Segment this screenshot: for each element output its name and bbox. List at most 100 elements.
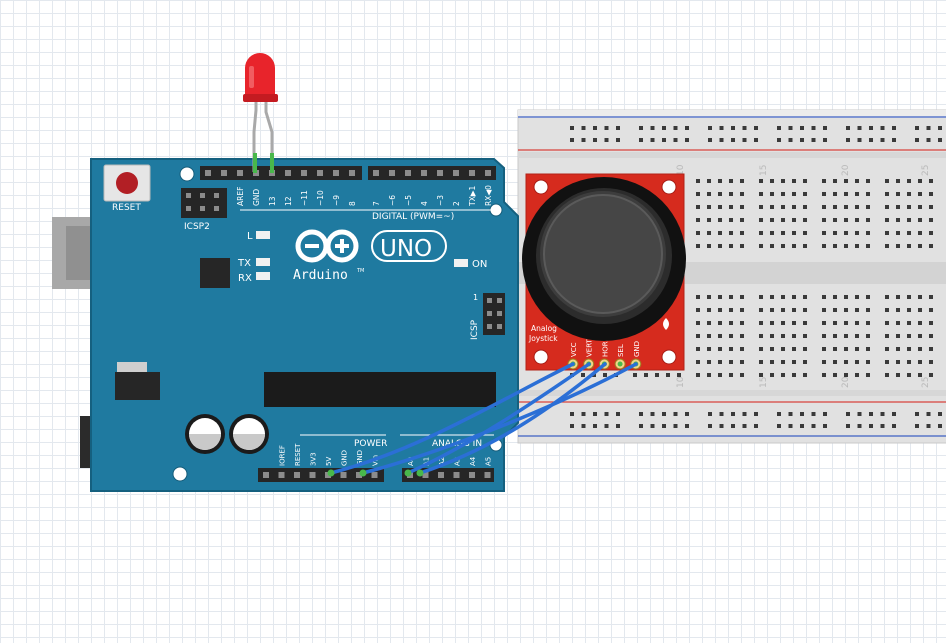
- arduino-logo: UNO Arduino TM: [293, 229, 447, 283]
- wire-a0-to-vert[interactable]: [406, 362, 591, 475]
- reset-button[interactable]: [103, 164, 151, 202]
- led-rx: [256, 272, 270, 280]
- breadboard-rail-hole: [811, 126, 816, 130]
- digital-pin-label: AREF: [236, 187, 245, 206]
- breadboard-hole: [803, 231, 807, 235]
- breadboard-hole: [833, 321, 837, 325]
- breadboard-rail-hole: [742, 126, 747, 130]
- breadboard-rail-hole: [719, 412, 724, 416]
- power-analog-pin-label: 3V3: [310, 452, 318, 466]
- breadboard-hole: [718, 192, 722, 196]
- logo-plus-icon: [340, 239, 344, 253]
- breadboard-hole: [603, 373, 607, 377]
- breadboard-hole: [666, 373, 670, 377]
- breadboard-hole: [696, 218, 700, 222]
- breadboard-hole: [918, 373, 922, 377]
- breadboard-hole: [696, 360, 700, 364]
- breadboard-hole: [822, 192, 826, 196]
- breadboard-hole: [918, 334, 922, 338]
- breadboard-rail-hole: [604, 126, 609, 130]
- breadboard-hole: [929, 308, 933, 312]
- breadboard-hole: [707, 192, 711, 196]
- breadboard-hole: [844, 205, 848, 209]
- breadboard-hole: [770, 360, 774, 364]
- wire-gnd-to-gnd[interactable]: [361, 362, 638, 475]
- breadboard-hole: [844, 373, 848, 377]
- breadboard-rail-hole: [800, 126, 804, 130]
- breadboard-hole: [907, 321, 911, 325]
- digital-pin-label: ~3: [436, 195, 445, 206]
- breadboard-hole: [844, 231, 848, 235]
- breadboard-hole: [907, 308, 911, 312]
- breadboard-hole: [885, 347, 889, 351]
- breadboard-hole: [855, 192, 859, 196]
- breadboard-rail-hole: [742, 424, 747, 428]
- breadboard-hole: [918, 360, 922, 364]
- breadboard-rail-hole: [892, 424, 896, 428]
- breadboard-hole: [896, 192, 900, 196]
- breadboard-hole: [866, 295, 870, 299]
- breadboard-hole: [896, 360, 900, 364]
- breadboard-hole: [918, 308, 922, 312]
- joystick-pin-label: VERT: [586, 338, 594, 357]
- breadboard-rail-hole: [823, 412, 827, 416]
- header-pin: [469, 472, 475, 478]
- breadboard-hole: [918, 231, 922, 235]
- breadboard-rail-hole: [938, 126, 942, 130]
- breadboard-hole: [844, 334, 848, 338]
- reset-button-cap[interactable]: [116, 172, 138, 194]
- breadboard-rail-hole: [846, 424, 850, 428]
- breadboard-hole: [855, 373, 859, 377]
- breadboard-hole: [707, 321, 711, 325]
- red-led[interactable]: [243, 53, 278, 173]
- breadboard-hole: [792, 231, 796, 235]
- breadboard-rail-hole: [788, 412, 793, 416]
- breadboard-hole: [707, 231, 711, 235]
- breadboard-hole: [822, 205, 826, 209]
- breadboard-hole: [759, 321, 763, 325]
- breadboard-hole: [896, 308, 900, 312]
- breadboard-hole: [759, 360, 763, 364]
- breadboard-hole: [581, 373, 585, 377]
- breadboard-rail-hole: [880, 126, 885, 130]
- joystick-mounting-hole: [533, 349, 549, 365]
- uno-badge: [371, 230, 447, 262]
- breadboard-hole: [907, 231, 911, 235]
- column-number: 25: [921, 377, 931, 388]
- breadboard-hole: [803, 244, 807, 248]
- breadboard-hole: [918, 218, 922, 222]
- breadboard-rail-hole: [662, 412, 666, 416]
- breadboard-hole: [833, 295, 837, 299]
- usb-chip: [200, 258, 230, 288]
- header-pin: [453, 472, 460, 478]
- breadboard-hole: [929, 360, 933, 364]
- wire-5v-to-vcc[interactable]: [329, 362, 575, 475]
- breadboard-hole: [855, 347, 859, 351]
- breadboard-column-numbers: 10 15 20 25 10 15 20 25: [676, 164, 931, 388]
- breadboard-hole: [855, 231, 859, 235]
- breadboard-hole: [866, 192, 870, 196]
- joystick-subtitle: Joystick: [528, 334, 558, 343]
- power-analog-pin-label: A1: [423, 457, 431, 466]
- digital-pin-label: 2: [452, 201, 461, 206]
- breadboard-hole: [855, 179, 859, 183]
- column-number: 15: [759, 377, 769, 388]
- breadboard-hole: [718, 231, 722, 235]
- breadboard-hole: [885, 231, 889, 235]
- breadboard-hole: [918, 295, 922, 299]
- wire-a1-to-horiz[interactable]: [418, 362, 607, 475]
- breadboard-hole: [929, 205, 933, 209]
- breadboard-hole: [781, 347, 785, 351]
- breadboard-rail-hole: [800, 138, 804, 142]
- capacitor: [229, 414, 269, 454]
- header-pin: [487, 311, 492, 316]
- breadboard-hole: [896, 373, 900, 377]
- breadboard-hole: [759, 192, 763, 196]
- breadboard-hole: [803, 218, 807, 222]
- breadboard-hole: [866, 347, 870, 351]
- breadboard-hole: [803, 205, 807, 209]
- power-analog-pin-label: 5V: [325, 457, 333, 466]
- breadboard-hole: [885, 360, 889, 364]
- breadboard-hole: [729, 218, 733, 222]
